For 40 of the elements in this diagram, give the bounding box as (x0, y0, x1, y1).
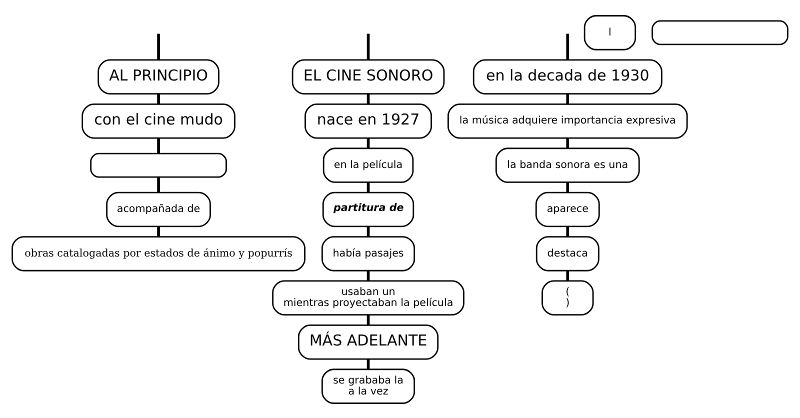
connector (366, 93, 370, 104)
connector (157, 33, 160, 60)
connector (157, 93, 160, 104)
node-box: EL CINE SONORO (292, 58, 445, 94)
connector (366, 314, 370, 325)
node-box: ( ) (542, 280, 594, 316)
node-box: nace en 1927 (304, 102, 432, 138)
node-box (652, 20, 788, 45)
connector (566, 138, 570, 148)
node-box: partitura de (322, 191, 414, 227)
connector (366, 270, 370, 280)
node-box: AL PRINCIPIO (98, 58, 220, 94)
connector (366, 182, 370, 192)
node-box (90, 152, 227, 178)
node-box: destaca (536, 236, 600, 271)
connector (566, 226, 570, 236)
node-box: en la película (322, 147, 414, 182)
node-box: la música adquiere importancia expresiva (448, 102, 688, 138)
node-box: MÁS ADELANTE (298, 324, 439, 360)
node-box: acompañada de (106, 191, 211, 227)
connector (157, 176, 160, 192)
connector (566, 33, 570, 60)
connector (566, 182, 570, 192)
node-box: se grababa la a la vez (321, 368, 416, 404)
node-box: l (584, 14, 636, 50)
connector (366, 358, 370, 369)
connector (157, 138, 160, 153)
node-box: obras catalogadas por estados de ánimo y popurrís (12, 236, 306, 271)
connector (366, 226, 370, 236)
node-box: había pasajes (321, 236, 416, 271)
connector (157, 226, 160, 236)
node-box: usaban un mientras proyectaban la película (272, 280, 464, 316)
node-box: la banda sonora es una (495, 147, 640, 182)
node-box: aparece (535, 191, 600, 227)
node-box: en la decada de 1930 (472, 58, 662, 94)
node-box: con el cine mudo (82, 102, 236, 138)
connector (566, 93, 570, 104)
connector (566, 270, 570, 280)
connector (366, 33, 370, 60)
connector (366, 138, 370, 148)
